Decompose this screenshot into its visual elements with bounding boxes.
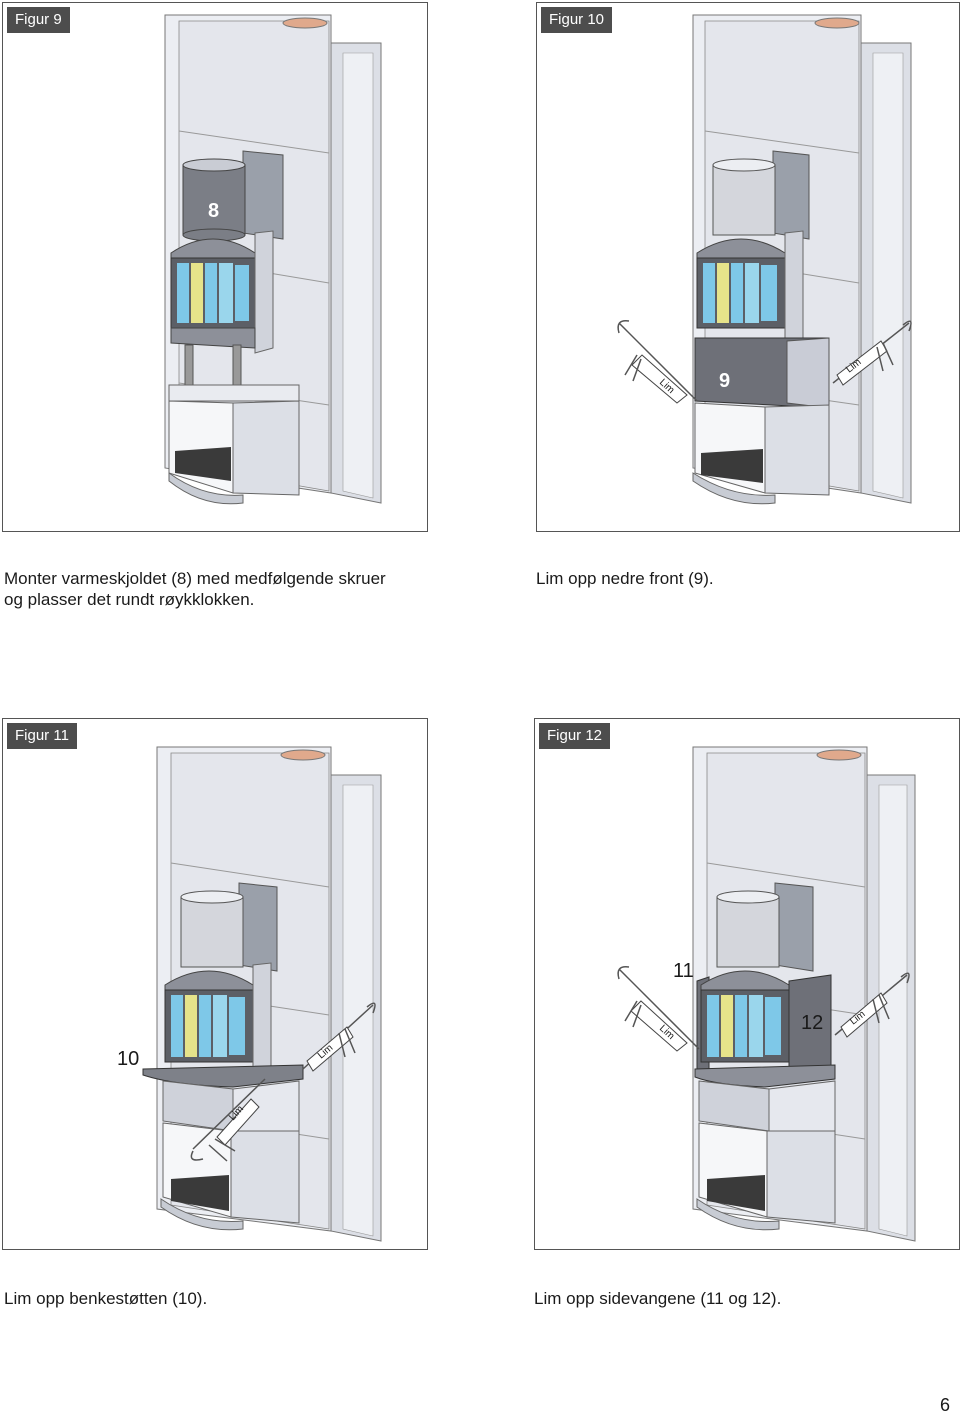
figure-10-illustration: Lim Lim 9 <box>617 14 912 505</box>
glue-gun-right: Lim <box>834 972 910 1038</box>
heat-shield-8 <box>182 164 246 236</box>
figure-10-panel: Figur 10 Lim <box>536 2 960 532</box>
callout-11: 11 <box>673 960 694 982</box>
figure-9-label: Figur 9 <box>7 7 70 33</box>
caption-figure-12: Lim opp sidevangene (11 og 12). <box>534 1289 782 1308</box>
figure-12-illustration: Lim Lim 11 12 <box>617 746 916 1242</box>
figure-11-label: Figur 11 <box>7 723 77 749</box>
callout-10: 10 <box>117 1048 139 1070</box>
glue-gun-left: Lim <box>617 966 700 1052</box>
figure-12-panel: Figur 12 <box>534 718 960 1250</box>
callout-9: 9 <box>719 370 730 392</box>
caption-figure-10: Lim opp nedre front (9). <box>536 569 714 588</box>
figure-12-label: Figur 12 <box>539 723 611 749</box>
figure-9-illustration: 8 <box>164 14 382 505</box>
callout-8: 8 <box>208 200 219 222</box>
figure-10-label: Figur 10 <box>541 7 613 33</box>
figure-11-illustration: Lim Lim 10 <box>117 746 382 1242</box>
figure-11-panel: Figur 11 Lim <box>2 718 428 1250</box>
callout-12: 12 <box>801 1012 823 1034</box>
figure-9-panel: Figur 9 <box>2 2 428 532</box>
caption-figure-11: Lim opp benkestøtten (10). <box>4 1289 208 1308</box>
caption-figure-9-line-2: og plasser det rundt røykklokken. <box>4 590 255 609</box>
caption-figure-9-line-1: Monter varmeskjoldet (8) med medfølgende… <box>4 569 386 588</box>
caption-figure-9: Monter varmeskjoldet (8) med medfølgende… <box>4 568 444 610</box>
glue-gun-lower: Lim <box>190 1078 266 1162</box>
flue-ring <box>282 17 328 29</box>
page-number: 6 <box>939 1395 950 1415</box>
glue-gun-left: Lim <box>617 320 698 404</box>
